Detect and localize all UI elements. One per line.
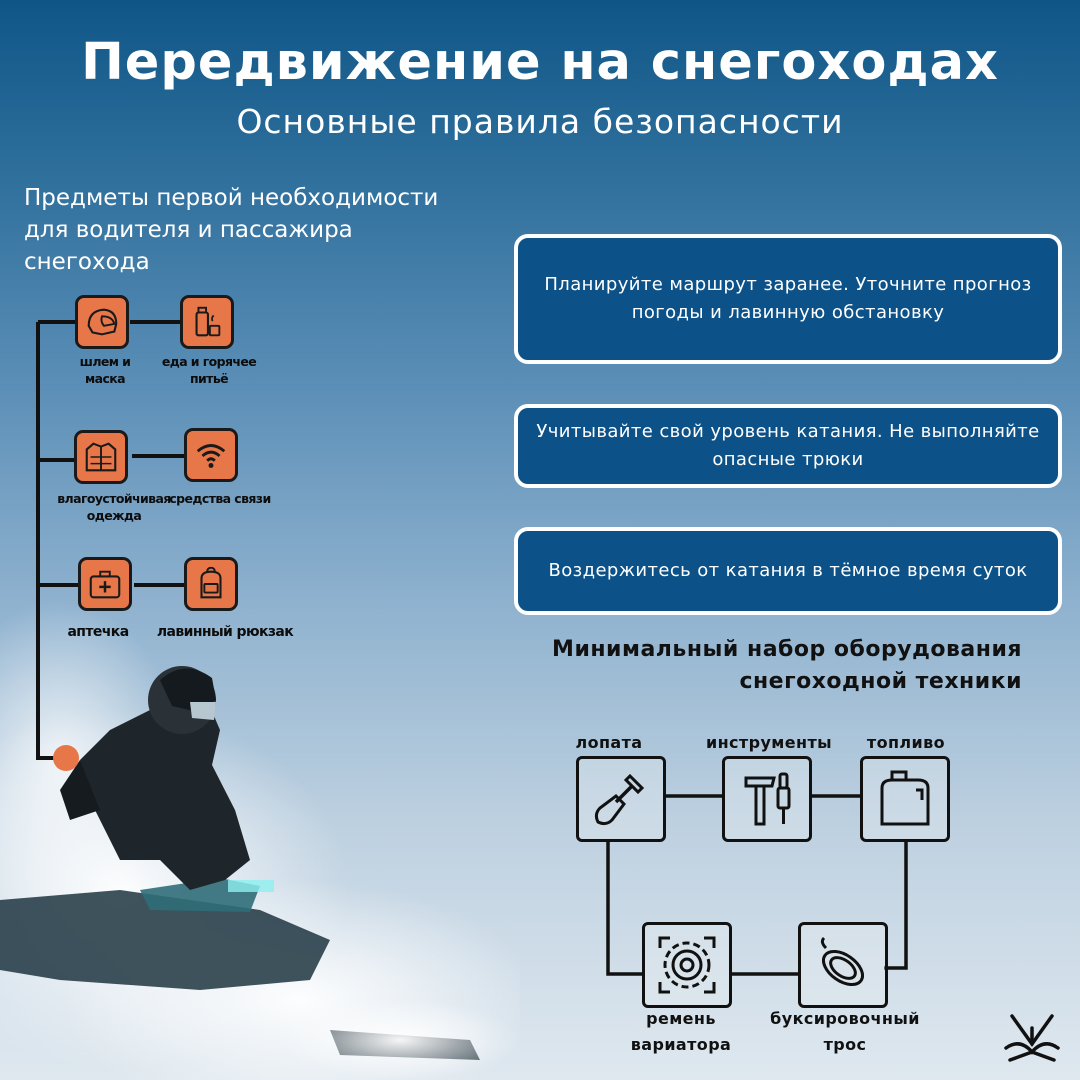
essential-item-helmet xyxy=(75,295,129,349)
essential-label-food: еда и горячее питьё xyxy=(161,354,257,386)
equipment-item-rope xyxy=(798,922,888,1008)
tools-icon xyxy=(744,772,791,826)
equipment-label-tools: инструменты xyxy=(705,733,833,752)
essential-label-communication: средства связи xyxy=(169,491,271,506)
equipment-item-shovel xyxy=(576,756,666,842)
equipment-connectors xyxy=(606,794,908,976)
rule-card-skill: Учитывайте свой уровень катания. Не выпо… xyxy=(514,404,1062,488)
equipment-label-fuel: топливо xyxy=(866,733,946,752)
essential-item-backpack xyxy=(184,557,238,611)
essential-label-first-aid: аптечка xyxy=(67,624,129,640)
connector-endpoint-dot xyxy=(53,745,79,771)
wifi-icon xyxy=(196,444,226,468)
page-subtitle: Основные правила безопасности xyxy=(236,102,844,141)
equipment-heading: Минимальный набор оборудования снегоходн… xyxy=(552,637,1022,694)
essential-label-clothing: влагоустойчивая одежда xyxy=(57,491,171,523)
backpack-icon xyxy=(200,566,222,599)
essentials-connectors xyxy=(36,320,186,771)
equipment-item-belt xyxy=(642,922,732,1008)
gear-icon xyxy=(658,936,716,994)
rule-text-skill: Учитывайте свой уровень катания. Не выпо… xyxy=(536,421,1040,470)
rope-icon xyxy=(820,936,865,987)
rule-text-night: Воздержитесь от катания в тёмное время с… xyxy=(548,560,1028,581)
first-aid-kit-icon xyxy=(89,570,121,599)
helmet-icon xyxy=(87,308,118,336)
equipment-item-fuel xyxy=(860,756,950,842)
jacket-icon xyxy=(85,442,117,472)
equipment-item-tools xyxy=(722,756,812,842)
rule-card-route: Планируйте маршрут заранее. Уточните про… xyxy=(514,234,1062,364)
essential-item-first-aid xyxy=(78,557,132,611)
brand-logo-icon xyxy=(1004,1014,1060,1062)
essentials-heading: Предметы первой необходимости для водите… xyxy=(24,185,439,275)
essential-label-helmet: шлем и маска xyxy=(79,354,131,386)
shovel-icon xyxy=(594,773,645,826)
essential-item-clothing xyxy=(74,430,128,484)
equipment-label-rope: буксировочный трос xyxy=(770,1009,920,1054)
essential-label-backpack: лавинный рюкзак xyxy=(156,624,294,640)
fuel-canister-icon xyxy=(880,770,930,826)
equipment-label-belt: ремень вариатора xyxy=(630,1009,732,1054)
essential-item-food xyxy=(180,295,234,349)
essential-item-communication xyxy=(184,428,238,482)
equipment-label-shovel: лопата xyxy=(575,733,643,752)
page-title: Передвижение на снегоходах xyxy=(81,33,999,92)
snowmobile-rider-image xyxy=(0,600,520,1080)
thermos-icon xyxy=(195,306,221,337)
rule-text-route: Планируйте маршрут заранее. Уточните про… xyxy=(544,274,1032,323)
rule-card-night: Воздержитесь от катания в тёмное время с… xyxy=(514,527,1062,615)
